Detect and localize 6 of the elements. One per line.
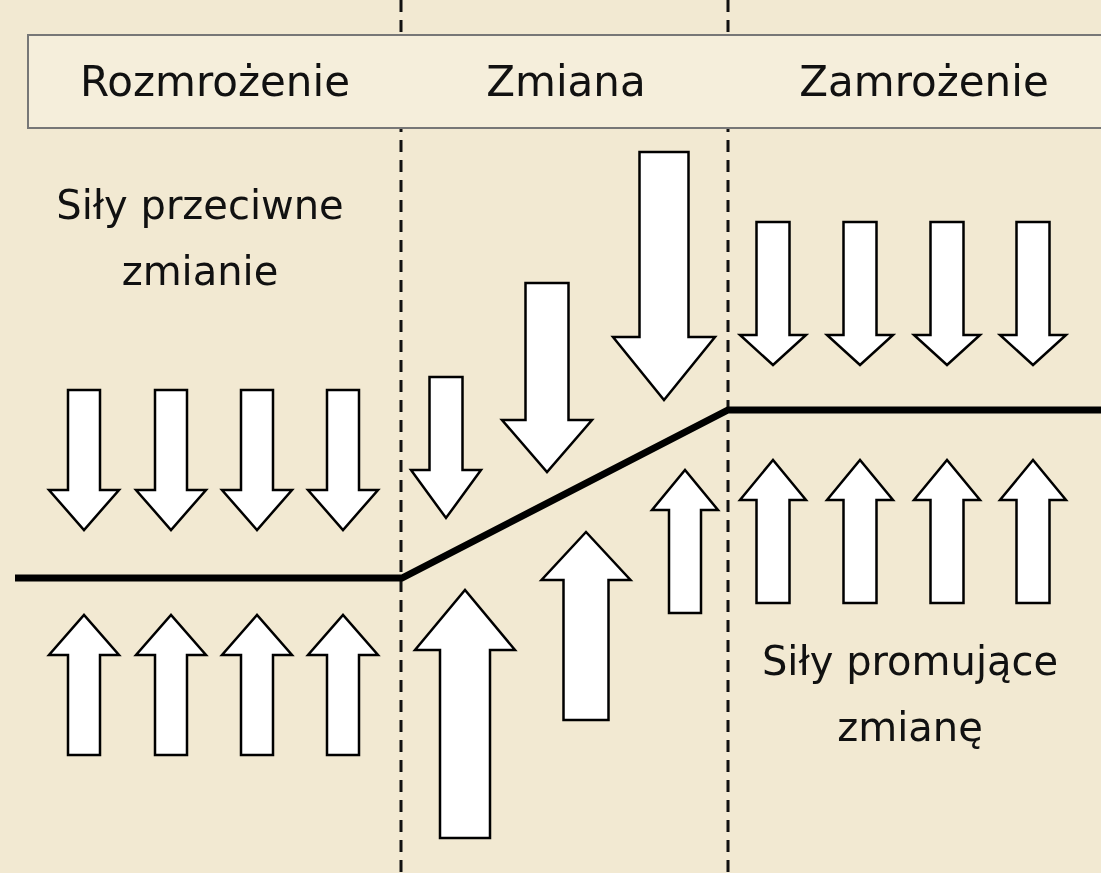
phase-title: Zamrożenie: [798, 56, 1050, 108]
force-caption: Siły promujące zmianę: [760, 637, 1060, 752]
phase-title: Rozmrożenie: [79, 56, 351, 108]
force-caption: Siły przeciwne zmianie: [55, 181, 345, 296]
phase-header-bar: [27, 34, 1101, 129]
phase-title: Zmiana: [485, 56, 647, 108]
